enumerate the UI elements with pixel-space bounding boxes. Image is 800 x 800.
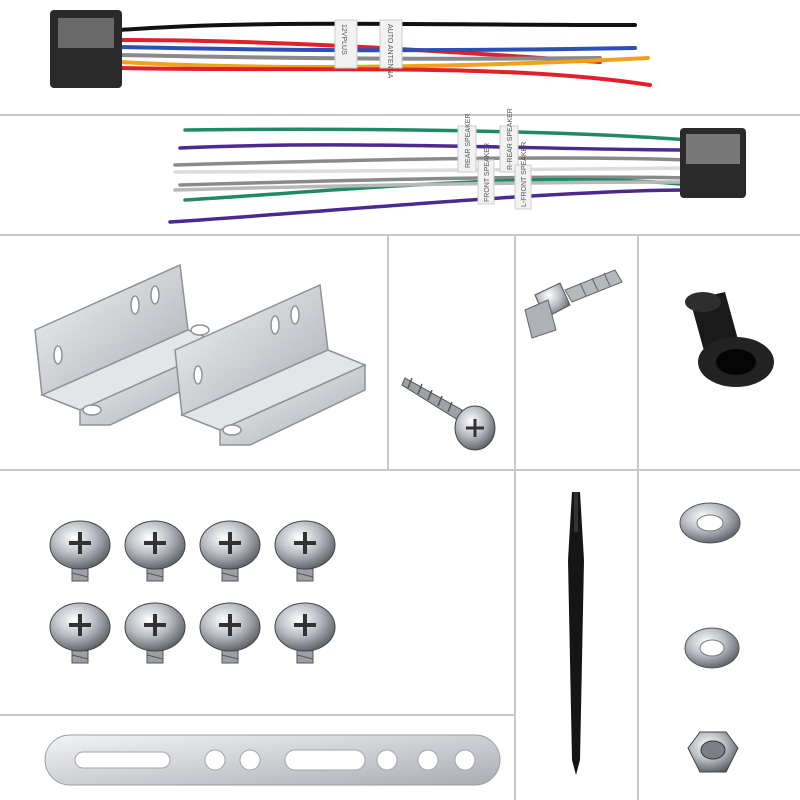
iso-power-harness: 12VPLUS AUTO ANTENNA bbox=[50, 10, 652, 88]
machine-screw bbox=[274, 602, 336, 664]
threaded-stud bbox=[524, 269, 623, 339]
machine-screws bbox=[49, 520, 336, 664]
grid-dividers bbox=[0, 114, 800, 800]
wire-label: FRONT SPEAKER bbox=[484, 143, 491, 202]
perforated-strap bbox=[44, 734, 501, 786]
machine-screw bbox=[199, 602, 261, 664]
rubber-bushing bbox=[685, 292, 774, 387]
machine-screw bbox=[274, 520, 336, 582]
machine-screw bbox=[124, 602, 186, 664]
machine-screw bbox=[124, 520, 186, 582]
machine-screw bbox=[199, 520, 261, 582]
iso-speaker-harness: REAR SPEAKER FRONT SPEAKER R-REAR SPEAKE… bbox=[168, 108, 746, 224]
machine-screw bbox=[49, 602, 111, 664]
wire-label: 12VPLUS bbox=[340, 24, 347, 55]
wire-label: AUTO ANTENNA bbox=[386, 24, 393, 79]
wire-label: L-FRONT SPEAKER bbox=[521, 142, 528, 207]
wire-label: R-REAR SPEAKER bbox=[507, 108, 514, 170]
machine-screw bbox=[49, 520, 111, 582]
tapping-screw bbox=[401, 377, 496, 451]
mounting-brackets bbox=[34, 263, 367, 446]
washers-and-nut bbox=[679, 502, 741, 773]
stylus-pen bbox=[568, 492, 584, 775]
wire-label: REAR SPEAKER bbox=[465, 114, 472, 168]
